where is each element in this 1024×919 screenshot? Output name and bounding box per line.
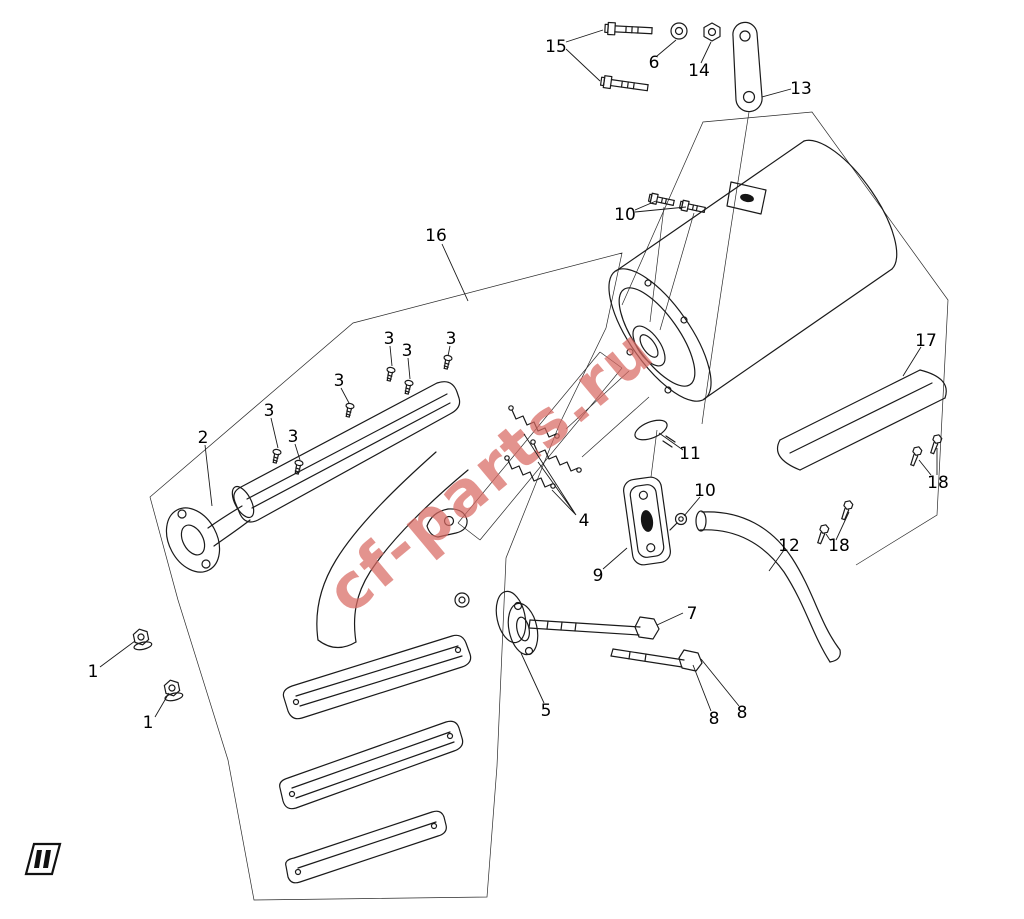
springs-4 [504,405,582,489]
manufacturer-logo-icon [24,842,62,876]
heat-shield-lower-1 [282,634,472,720]
gasket-9 [623,476,671,566]
callout-17: 17 [915,331,937,351]
callout-5: 5 [541,701,552,721]
callout-13: 13 [790,79,812,99]
callout-1a: 1 [88,662,99,682]
bolt-7 [528,616,660,640]
clamp-11 [634,419,676,448]
hanger-bracket [426,508,468,538]
callout-3b: 3 [402,341,413,361]
leader-lines [99,29,938,718]
heat-shield-upper [231,381,461,523]
front-pipe-elbow [316,451,469,649]
nut-1b [160,677,185,703]
bolt-15b [599,74,650,95]
screw-3e [270,448,283,465]
spring-mount-plate [457,351,623,541]
callout-7: 7 [687,604,698,624]
callout-14: 14 [688,61,710,81]
callout-16: 16 [425,226,447,246]
washer-6 [670,22,688,40]
tail-pipe-12 [695,510,841,663]
callout-8b: 8 [737,703,748,723]
muffler-body [608,139,898,402]
callout-18-left: 18 [828,536,850,556]
callout-10-mid: 10 [694,481,716,501]
callout-6: 6 [649,53,660,73]
screw-3d [343,402,356,419]
callout-1b: 1 [143,713,154,733]
inlet-flange [165,505,251,573]
bolt-15a [604,21,653,38]
link-bracket-13 [732,21,763,113]
callout-3c: 3 [446,329,457,349]
callout-4: 4 [579,511,590,531]
assembly-outline [149,111,949,901]
screw-3f [292,459,305,476]
callout-3d: 3 [334,371,345,391]
watermark: cf-parts.ru [313,313,669,628]
callout-3e: 3 [264,401,275,421]
clip-10 [669,512,688,531]
bolt-8 [610,648,703,672]
construction-lines [565,111,750,478]
grommet [454,592,470,608]
screw-3a [384,366,397,383]
screw-3c [441,354,454,371]
callout-2: 2 [198,428,209,448]
callout-15: 15 [545,37,567,57]
nut-1a [129,626,154,652]
callout-3a: 3 [384,329,395,349]
heat-shield-17 [776,369,947,471]
muffler-hanger-tab [726,181,767,215]
callout-12: 12 [778,536,800,556]
screw-18a [907,444,924,468]
nut-14 [703,22,721,42]
callout-18-right: 18 [927,473,949,493]
callout-3f: 3 [288,427,299,447]
screw-3b [402,379,415,396]
callout-11: 11 [679,444,701,464]
callout-8a: 8 [709,709,720,729]
callout-9: 9 [593,566,604,586]
callout-10-top: 10 [614,205,636,225]
heat-shield-lower-3 [285,810,447,884]
heat-shield-lower-2 [279,720,464,810]
flange-5 [495,590,539,656]
